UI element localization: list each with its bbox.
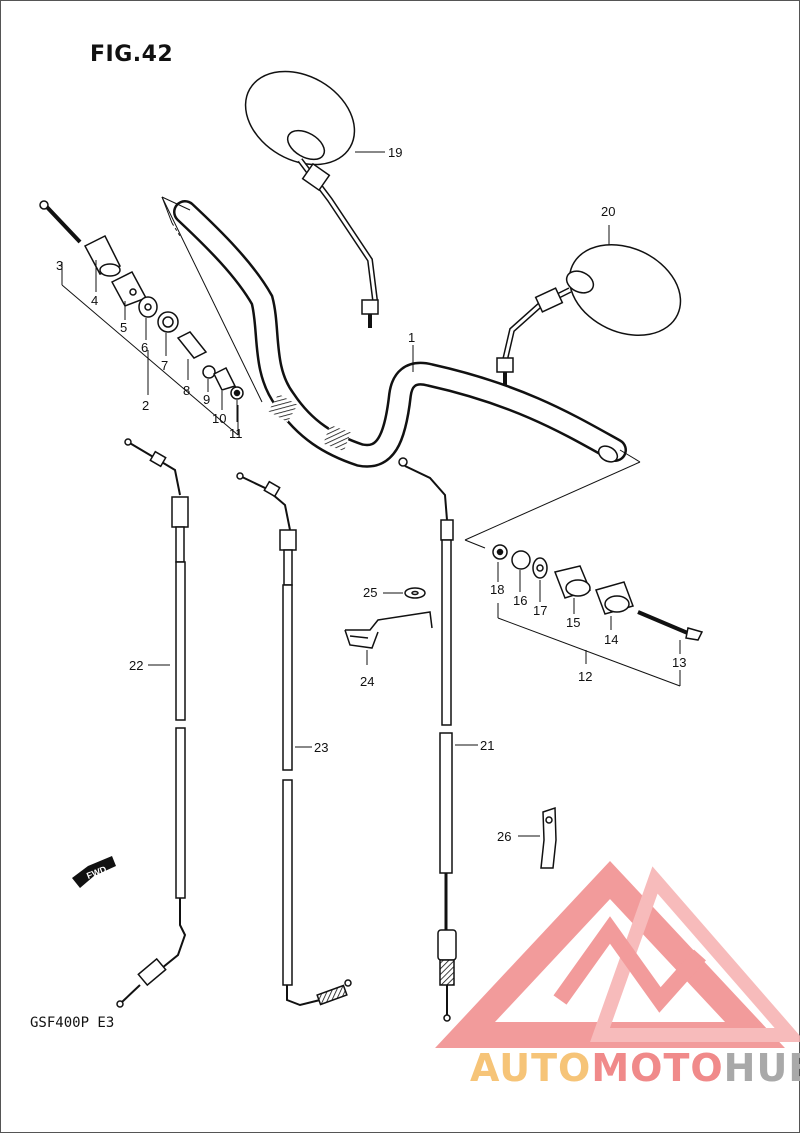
figure-title: FIG.42 bbox=[90, 42, 174, 67]
callout-26: 26 bbox=[497, 829, 511, 844]
watermark-text: AUTOMOTOHUB bbox=[470, 1046, 800, 1090]
callout-19: 19 bbox=[388, 145, 402, 160]
callout-23: 23 bbox=[314, 740, 328, 755]
watermark-hub: HUB bbox=[723, 1046, 800, 1090]
callout-21: 21 bbox=[480, 738, 494, 753]
callout-14: 14 bbox=[604, 632, 618, 647]
callout-10: 10 bbox=[212, 411, 226, 426]
model-code: GSF400P E3 bbox=[30, 1015, 115, 1031]
left-grip-parts bbox=[39, 200, 244, 400]
callout-17: 17 bbox=[533, 603, 547, 618]
throttle-cable-23 bbox=[236, 472, 352, 1007]
throttle-cable-22 bbox=[116, 438, 189, 1008]
washer-25 bbox=[383, 587, 426, 599]
callout-4: 4 bbox=[91, 293, 98, 308]
callout-18: 18 bbox=[490, 582, 504, 597]
group-bracket-2 bbox=[61, 262, 239, 436]
fwd-arrow: FWD bbox=[72, 856, 116, 888]
cable-holder-26 bbox=[518, 806, 557, 869]
right-grip-parts bbox=[492, 544, 704, 641]
group-bracket-12 bbox=[497, 603, 681, 687]
callout-15: 15 bbox=[566, 615, 580, 630]
leaders-right bbox=[497, 562, 681, 654]
callout-8: 8 bbox=[183, 383, 190, 398]
callout-20: 20 bbox=[601, 204, 615, 219]
callout-13: 13 bbox=[672, 655, 686, 670]
callout-1: 1 bbox=[408, 330, 415, 345]
callout-24: 24 bbox=[360, 674, 374, 689]
right-guide-lines bbox=[464, 449, 641, 549]
right-mirror bbox=[496, 225, 682, 386]
watermark-moto: MOTO bbox=[591, 1046, 724, 1090]
clutch-cable-21 bbox=[398, 457, 478, 1022]
watermark-auto: AUTO bbox=[470, 1046, 592, 1090]
callout-5: 5 bbox=[120, 320, 127, 335]
callout-22: 22 bbox=[129, 658, 143, 673]
leaders-left bbox=[95, 260, 238, 422]
callout-12: 12 bbox=[578, 669, 592, 684]
left-mirror bbox=[244, 70, 385, 328]
callout-9: 9 bbox=[203, 392, 210, 407]
callout-7: 7 bbox=[161, 358, 168, 373]
callout-6: 6 bbox=[141, 340, 148, 355]
watermark-logo bbox=[435, 860, 800, 1048]
callout-3: 3 bbox=[56, 258, 63, 273]
cable-clamp-24 bbox=[344, 611, 433, 665]
callout-labels: 1 2 3 4 5 6 7 8 9 10 11 12 13 14 15 16 1… bbox=[56, 145, 686, 844]
handlebar bbox=[173, 200, 627, 468]
callout-16: 16 bbox=[513, 593, 527, 608]
callout-25: 25 bbox=[363, 585, 377, 600]
callout-11: 11 bbox=[229, 426, 243, 441]
left-guide-lines bbox=[161, 196, 263, 403]
callout-2: 2 bbox=[142, 398, 149, 413]
